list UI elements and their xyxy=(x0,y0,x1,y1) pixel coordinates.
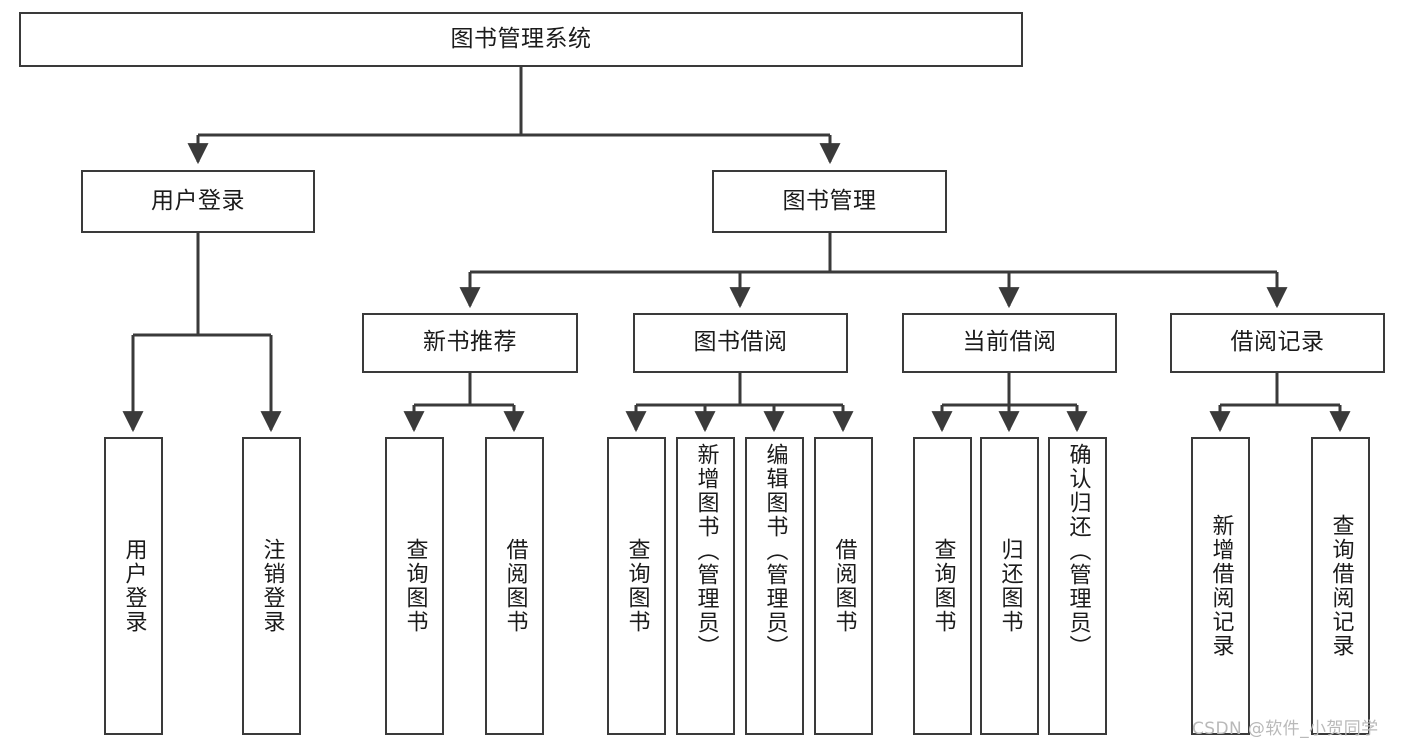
node-leaf-return-book[interactable]: 归还图书 xyxy=(980,437,1039,735)
node-leaf-query-book-2-label: 查询图书 xyxy=(624,538,650,634)
node-leaf-return-book-label: 归还图书 xyxy=(997,538,1023,634)
node-leaf-borrow-book-1-label: 借阅图书 xyxy=(502,538,528,634)
node-leaf-borrow-book-2-label: 借阅图书 xyxy=(831,538,857,634)
node-borrow-record[interactable]: 借阅记录 xyxy=(1170,313,1385,373)
node-leaf-user-login-label: 用户登录 xyxy=(121,538,147,634)
watermark-text: CSDN @软件_小贺同学 xyxy=(1192,719,1379,739)
node-leaf-query-record-label: 查询借阅记录 xyxy=(1328,514,1354,658)
node-book-manage[interactable]: 图书管理 xyxy=(712,170,947,233)
node-current-borrow[interactable]: 当前借阅 xyxy=(902,313,1117,373)
node-leaf-logout-label: 注销登录 xyxy=(259,538,285,634)
node-current-borrow-label: 当前借阅 xyxy=(962,329,1057,356)
node-book-manage-label: 图书管理 xyxy=(782,187,877,214)
node-root-label: 图书管理系统 xyxy=(450,25,592,52)
node-leaf-edit-book-label: 编辑图书（管理员） xyxy=(762,443,788,659)
node-user-login[interactable]: 用户登录 xyxy=(81,170,315,233)
node-new-book-recommend-label: 新书推荐 xyxy=(423,329,517,356)
node-leaf-query-book-3-label: 查询图书 xyxy=(930,538,956,634)
node-leaf-add-book[interactable]: 新增图书（管理员） xyxy=(676,437,735,735)
node-leaf-confirm-return[interactable]: 确认归还（管理员） xyxy=(1048,437,1107,735)
node-borrow-record-label: 借阅记录 xyxy=(1230,329,1325,356)
node-leaf-add-record[interactable]: 新增借阅记录 xyxy=(1191,437,1250,735)
node-leaf-borrow-book-2[interactable]: 借阅图书 xyxy=(814,437,873,735)
node-book-borrow[interactable]: 图书借阅 xyxy=(633,313,848,373)
node-new-book-recommend[interactable]: 新书推荐 xyxy=(362,313,578,373)
node-leaf-confirm-return-label: 确认归还（管理员） xyxy=(1065,443,1091,659)
node-leaf-query-book-3[interactable]: 查询图书 xyxy=(913,437,972,735)
node-book-borrow-label: 图书借阅 xyxy=(693,329,788,356)
node-leaf-query-record[interactable]: 查询借阅记录 xyxy=(1311,437,1370,735)
node-leaf-logout[interactable]: 注销登录 xyxy=(242,437,301,735)
node-leaf-add-record-label: 新增借阅记录 xyxy=(1208,514,1234,658)
node-leaf-borrow-book-1[interactable]: 借阅图书 xyxy=(485,437,544,735)
node-leaf-query-book-1-label: 查询图书 xyxy=(402,538,428,634)
node-leaf-edit-book[interactable]: 编辑图书（管理员） xyxy=(745,437,804,735)
node-leaf-query-book-2[interactable]: 查询图书 xyxy=(607,437,666,735)
node-leaf-user-login[interactable]: 用户登录 xyxy=(104,437,163,735)
node-user-login-label: 用户登录 xyxy=(151,187,245,214)
node-leaf-query-book-1[interactable]: 查询图书 xyxy=(385,437,444,735)
node-leaf-add-book-label: 新增图书（管理员） xyxy=(693,443,719,659)
node-root[interactable]: 图书管理系统 xyxy=(19,12,1023,67)
